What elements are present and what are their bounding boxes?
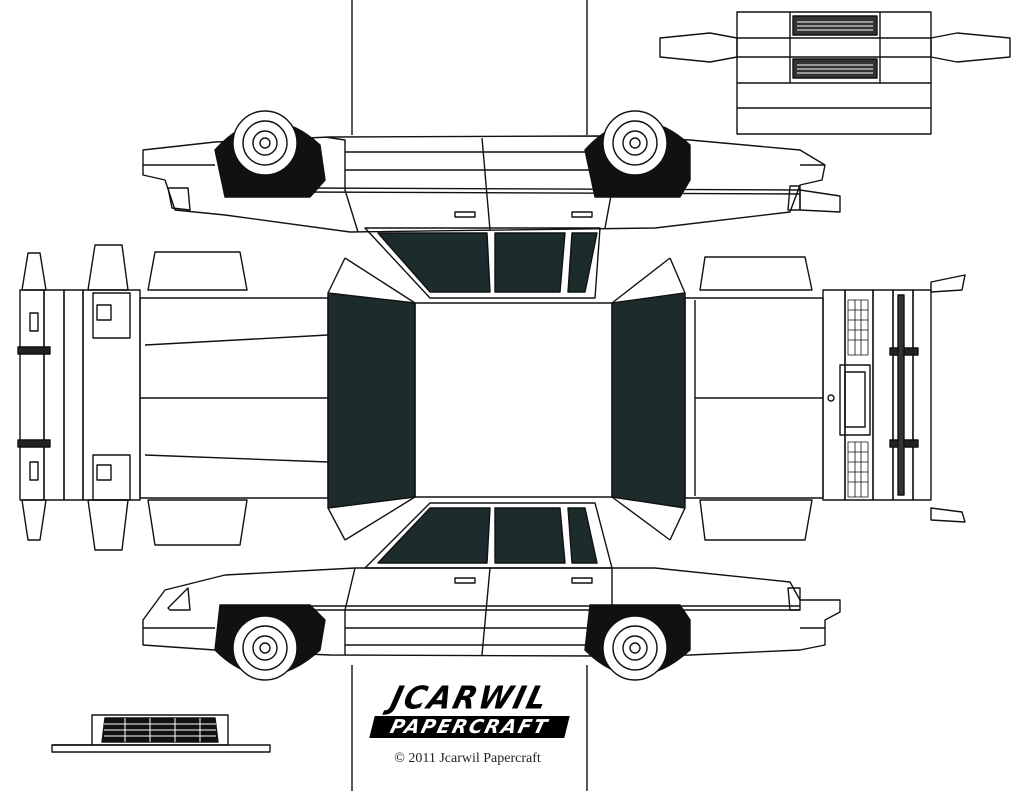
wheel-lower-left — [214, 604, 326, 681]
copyright-notice: © 2011 Jcarwil Papercraft — [394, 751, 541, 766]
wheel-lower-right — [584, 604, 691, 681]
center-strip — [351, 0, 588, 791]
side-panel-upper — [142, 135, 841, 233]
rear-end-right — [699, 256, 966, 541]
front-grille-piece — [659, 11, 1011, 135]
logo-line-1: JCARWIL — [386, 680, 553, 717]
windows-lower — [364, 502, 613, 569]
logo-line-2: PAPERCRAFT — [369, 716, 570, 738]
rear-grille-piece — [51, 714, 271, 753]
windows-upper — [364, 227, 601, 299]
wheel-upper-left — [214, 110, 326, 198]
body-top — [139, 257, 835, 541]
jcarwil-papercraft-logo: JCARWIL PAPERCRAFT — [369, 680, 570, 744]
front-end-left — [17, 244, 248, 551]
wheel-upper-right — [584, 110, 691, 198]
